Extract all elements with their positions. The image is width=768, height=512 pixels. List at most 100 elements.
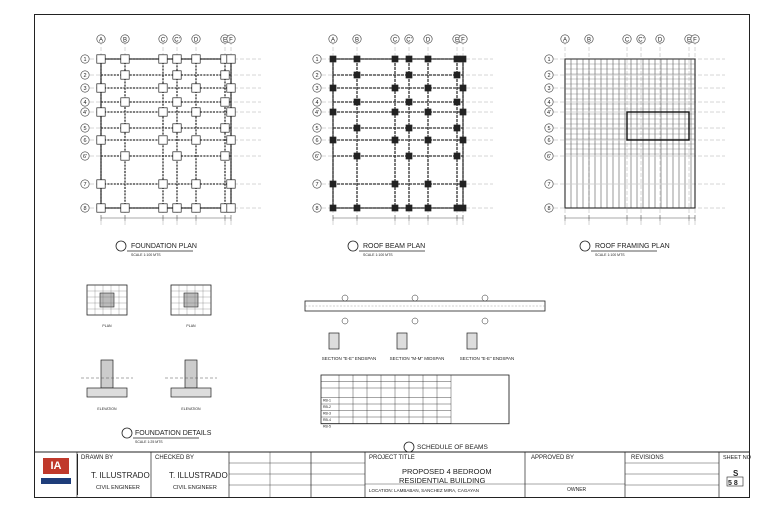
checked-by-label: CHECKED BY [155, 455, 195, 461]
column-mark [405, 124, 413, 132]
column-mark [191, 203, 201, 213]
grid-bubble [158, 34, 168, 44]
grid-label: 7 [547, 182, 550, 188]
grid-label: 4 [315, 100, 318, 106]
grid-label: C' [638, 38, 643, 44]
column-mark [120, 151, 130, 161]
checked-by-name: T. ILLUSTRADO [169, 471, 228, 480]
column-mark [96, 203, 106, 213]
column-mark [226, 203, 236, 213]
column-mark [120, 97, 130, 107]
grid-label: C' [174, 38, 179, 44]
detail-label: PLAN [186, 324, 196, 328]
column-mark [220, 97, 230, 107]
grid-label: A [99, 38, 103, 44]
column-mark [96, 107, 106, 117]
column-mark [96, 179, 106, 189]
column-mark [353, 98, 361, 106]
grid-label: B [355, 38, 359, 44]
logo-bar [41, 478, 71, 484]
grid-label: 7 [315, 182, 318, 188]
grid-label: 7 [83, 182, 86, 188]
pedestal [183, 292, 199, 308]
grid-bubble [544, 54, 554, 64]
foundation-title: FOUNDATION PLAN [131, 243, 197, 250]
grid-bubble [80, 83, 90, 93]
grid-bubble [312, 179, 322, 189]
column-mark [220, 123, 230, 133]
schedule-row-label: RB-1 [323, 399, 331, 403]
footing-elevation [86, 387, 128, 398]
section-label: SECTION "E-E" ENDSPAN [460, 356, 515, 361]
column-mark [329, 136, 337, 144]
grid-label: 4' [315, 110, 319, 116]
schedule-row-label: RB-3 [323, 412, 331, 416]
grid-bubble [544, 123, 554, 133]
grid-bubble [584, 34, 594, 44]
grid-bubble [120, 34, 130, 44]
grid-bubble [352, 34, 362, 44]
column-mark [329, 180, 337, 188]
column-mark [158, 107, 168, 117]
column-mark [424, 180, 432, 188]
column-mark [453, 71, 461, 79]
roof-beam-scale: SCALE 1:100 MTS [363, 253, 393, 257]
column-mark [96, 135, 106, 145]
grid-bubble [312, 135, 322, 145]
section-label: SECTION "E-E" ENDSPAN [322, 356, 377, 361]
column-mark [172, 54, 182, 64]
grid-label: C [625, 38, 630, 44]
column-mark [459, 55, 467, 63]
grid-bubble [544, 151, 554, 161]
grid-label: 6 [315, 138, 318, 144]
grid-label: 4 [547, 100, 550, 106]
column-mark [353, 71, 361, 79]
grid-bubble [312, 123, 322, 133]
pedestal [99, 292, 115, 308]
column-mark [220, 151, 230, 161]
detail-label: ELEVATION [181, 407, 201, 411]
grid-label: 3 [547, 86, 550, 92]
column-mark [353, 124, 361, 132]
grid-bubble [544, 70, 554, 80]
grid-label: A [331, 38, 335, 44]
grid-label: F [461, 38, 465, 44]
column-mark [391, 180, 399, 188]
grid-label: 4 [83, 100, 86, 106]
revisions-label: REVISIONS [631, 455, 664, 461]
column-mark [172, 203, 182, 213]
grid-label: F [693, 38, 697, 44]
grid-label: B [587, 38, 591, 44]
grid-label: 5 [83, 126, 86, 132]
grid-bubble [544, 83, 554, 93]
grid-bubble [312, 203, 322, 213]
sheet-number: S [733, 469, 739, 478]
roof-beam-title: ROOF BEAM PLAN [363, 243, 425, 250]
column-mark [158, 179, 168, 189]
column-mark [459, 136, 467, 144]
section-cut-marker [481, 294, 489, 302]
grid-label: 1 [83, 57, 86, 63]
column-mark [391, 55, 399, 63]
grid-bubble [404, 34, 414, 44]
column-mark [226, 83, 236, 93]
schedule-row-label: RB-5 [323, 425, 331, 429]
grid-label: C [161, 38, 166, 44]
column-mark [353, 204, 361, 212]
column-mark [459, 180, 467, 188]
grid-bubble [226, 34, 236, 44]
column-mark [329, 55, 337, 63]
grid-bubble [80, 97, 90, 107]
grid-label: F [229, 38, 233, 44]
grid-label: 6' [315, 154, 319, 160]
grid-bubble [690, 34, 700, 44]
column-mark [191, 107, 201, 117]
column-mark [120, 203, 130, 213]
column-mark [120, 54, 130, 64]
project-title-label: PROJECT TITLE [369, 455, 415, 461]
column-elevation [184, 359, 198, 389]
grid-label: 6 [83, 138, 86, 144]
